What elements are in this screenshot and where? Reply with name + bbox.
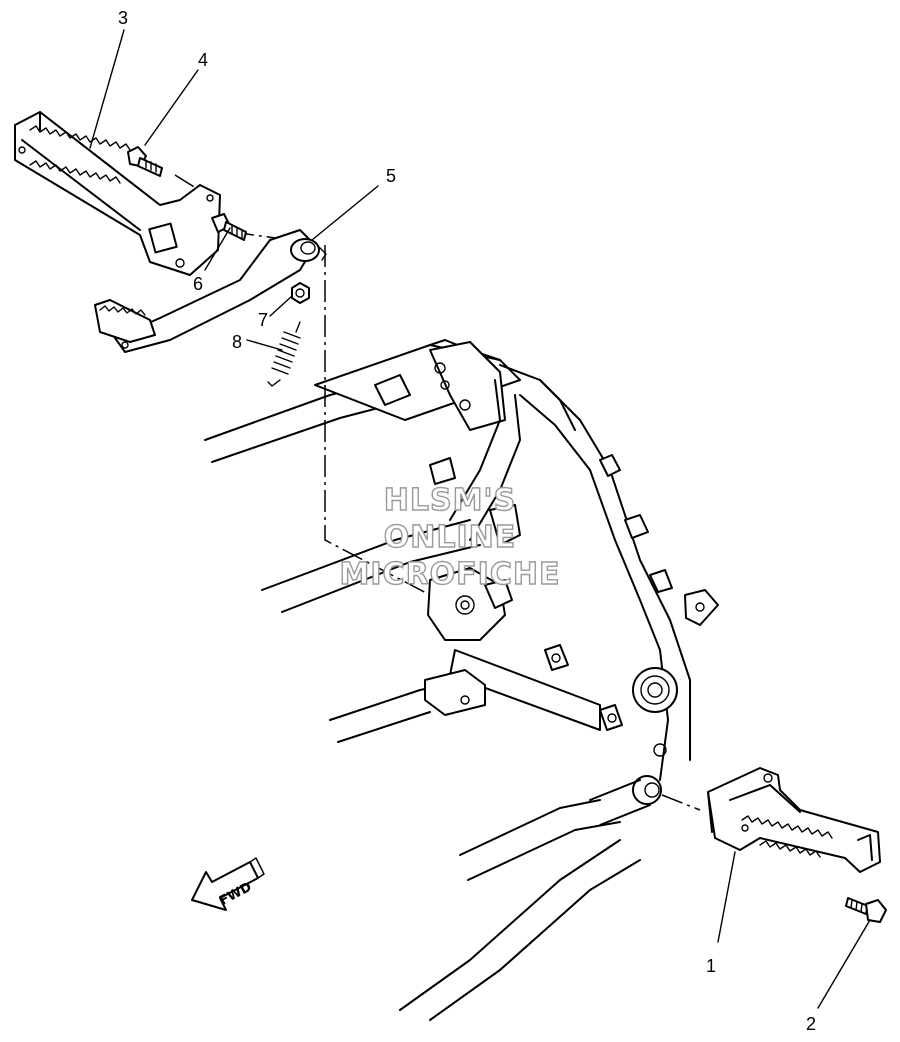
callout-3: 3 <box>118 8 128 28</box>
callout-8: 8 <box>232 332 242 352</box>
brake-pedal <box>94 229 316 353</box>
callout-labels: 3 4 5 6 7 8 1 2 <box>118 8 816 1034</box>
callout-4: 4 <box>198 50 208 70</box>
watermark-line-1: HLSM'S <box>384 483 516 518</box>
pivot-bushing-part-5 <box>290 238 327 262</box>
motorcycle-frame <box>204 339 719 1021</box>
bolt-part-2 <box>845 897 887 923</box>
footrest-lower-part-1 <box>707 767 881 873</box>
callout-5: 5 <box>386 166 396 186</box>
leader-lines <box>89 29 871 1009</box>
spring-part-8 <box>267 321 301 387</box>
watermark: HLSM'S ONLINE MICROFICHE <box>339 482 561 592</box>
callout-6: 6 <box>193 274 203 294</box>
bolt-part-6 <box>211 213 247 241</box>
nut-part-7 <box>291 282 310 304</box>
callout-7: 7 <box>258 310 268 330</box>
callout-2: 2 <box>806 1014 816 1034</box>
fwd-arrow-icon: FWD <box>191 857 265 911</box>
watermark-line-3: MICROFICHE <box>340 557 561 592</box>
watermark-line-2: ONLINE <box>384 520 517 555</box>
callout-1: 1 <box>706 956 716 976</box>
footrest-upper-part-3 <box>14 111 221 276</box>
bolt-part-4 <box>127 146 163 177</box>
